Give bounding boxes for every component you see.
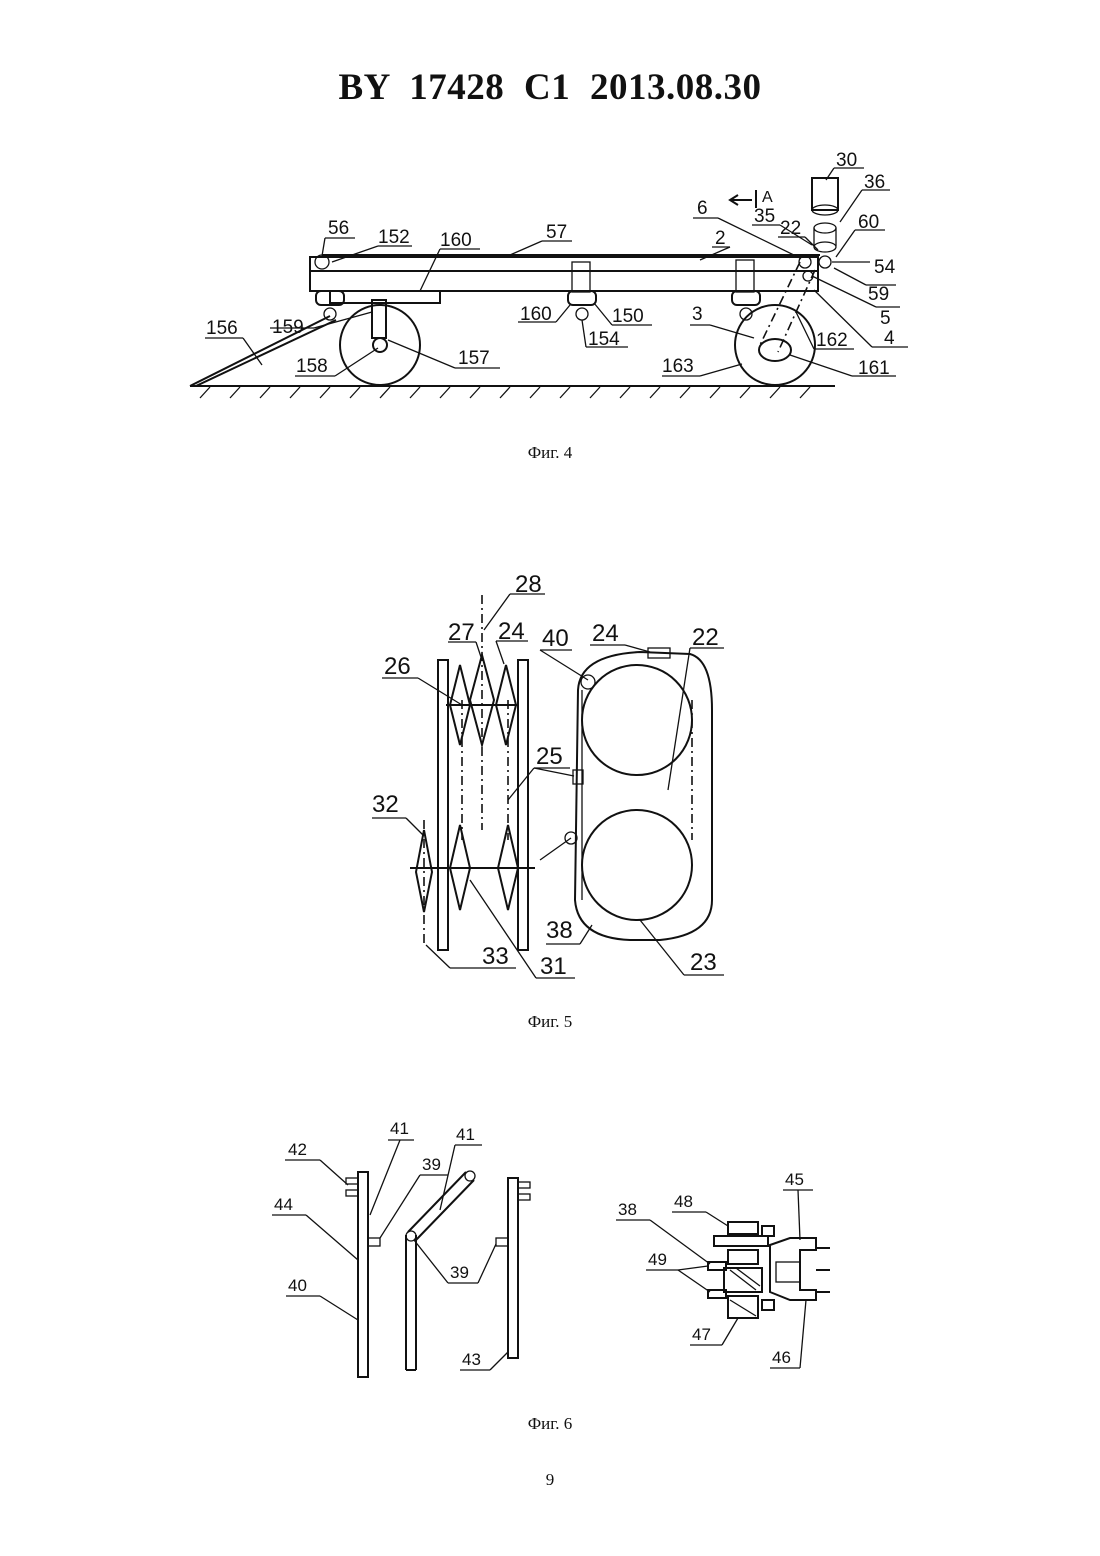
fig6-label-43: 43	[462, 1350, 481, 1369]
fig6-label-42: 42	[288, 1140, 307, 1159]
fig6-label-49: 49	[648, 1250, 667, 1269]
fig6-label-38: 38	[618, 1200, 637, 1219]
fig6-label-41-right: 41	[456, 1125, 475, 1144]
fig6-label-46: 46	[772, 1348, 791, 1367]
fig6-label-39-top: 39	[422, 1155, 441, 1174]
figure-6-drawing: 41 41 42 39 44 39 40 43 45 38 48 49 47 4…	[0, 0, 1100, 1400]
fig6-label-45: 45	[785, 1170, 804, 1189]
fig6-label-47: 47	[692, 1325, 711, 1344]
fig6-label-41-left: 41	[390, 1119, 409, 1138]
page-number: 9	[0, 1470, 1100, 1490]
figure-6-caption: Фиг. 6	[0, 1414, 1100, 1434]
fig6-label-48: 48	[674, 1192, 693, 1211]
fig6-label-44: 44	[274, 1195, 293, 1214]
fig6-label-39-bottom: 39	[450, 1263, 469, 1282]
fig6-label-40: 40	[288, 1276, 307, 1295]
